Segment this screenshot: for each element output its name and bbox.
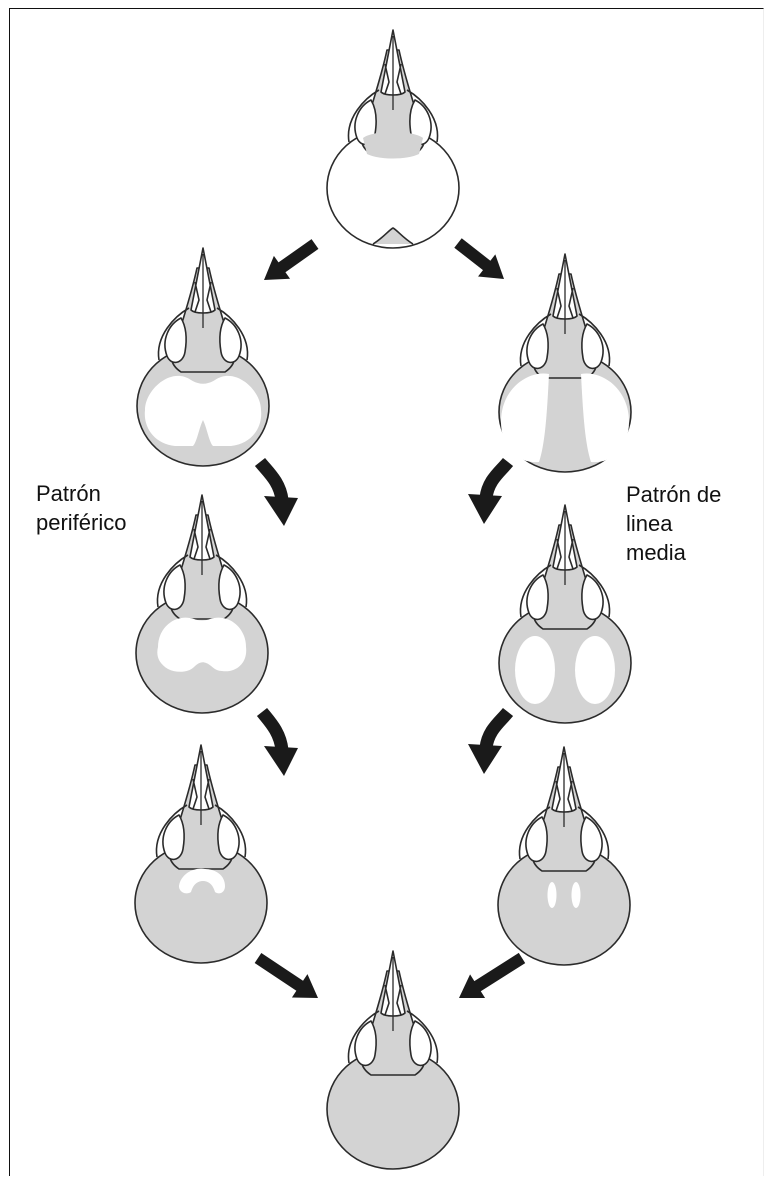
midline-pattern-label: Patrón de linea media: [626, 480, 721, 567]
skull-initial: [327, 30, 459, 248]
skull-final: [327, 951, 459, 1169]
skull-peripheral-stage-3: [135, 745, 267, 963]
skull-midline-stage-3: [498, 747, 630, 965]
skull-midline-stage-1: [499, 254, 631, 472]
arrow-midline-2-to-3: [468, 712, 508, 774]
arrow-peripheral-to-final: [250, 946, 326, 1009]
arrow-peripheral-1-to-2: [260, 462, 298, 526]
arrow-initial-to-peripheral: [256, 233, 323, 292]
arrow-midline-to-final: [451, 946, 529, 1010]
arrow-initial-to-midline: [449, 232, 512, 290]
arrow-midline-1-to-2: [468, 462, 508, 524]
skull-peripheral-stage-2: [136, 495, 268, 713]
peripheral-pattern-label: Patrón periférico: [36, 479, 126, 537]
skull-midline-stage-2: [499, 505, 631, 723]
skull-peripheral-stage-1: [137, 248, 269, 466]
arrow-peripheral-2-to-3: [262, 712, 298, 776]
